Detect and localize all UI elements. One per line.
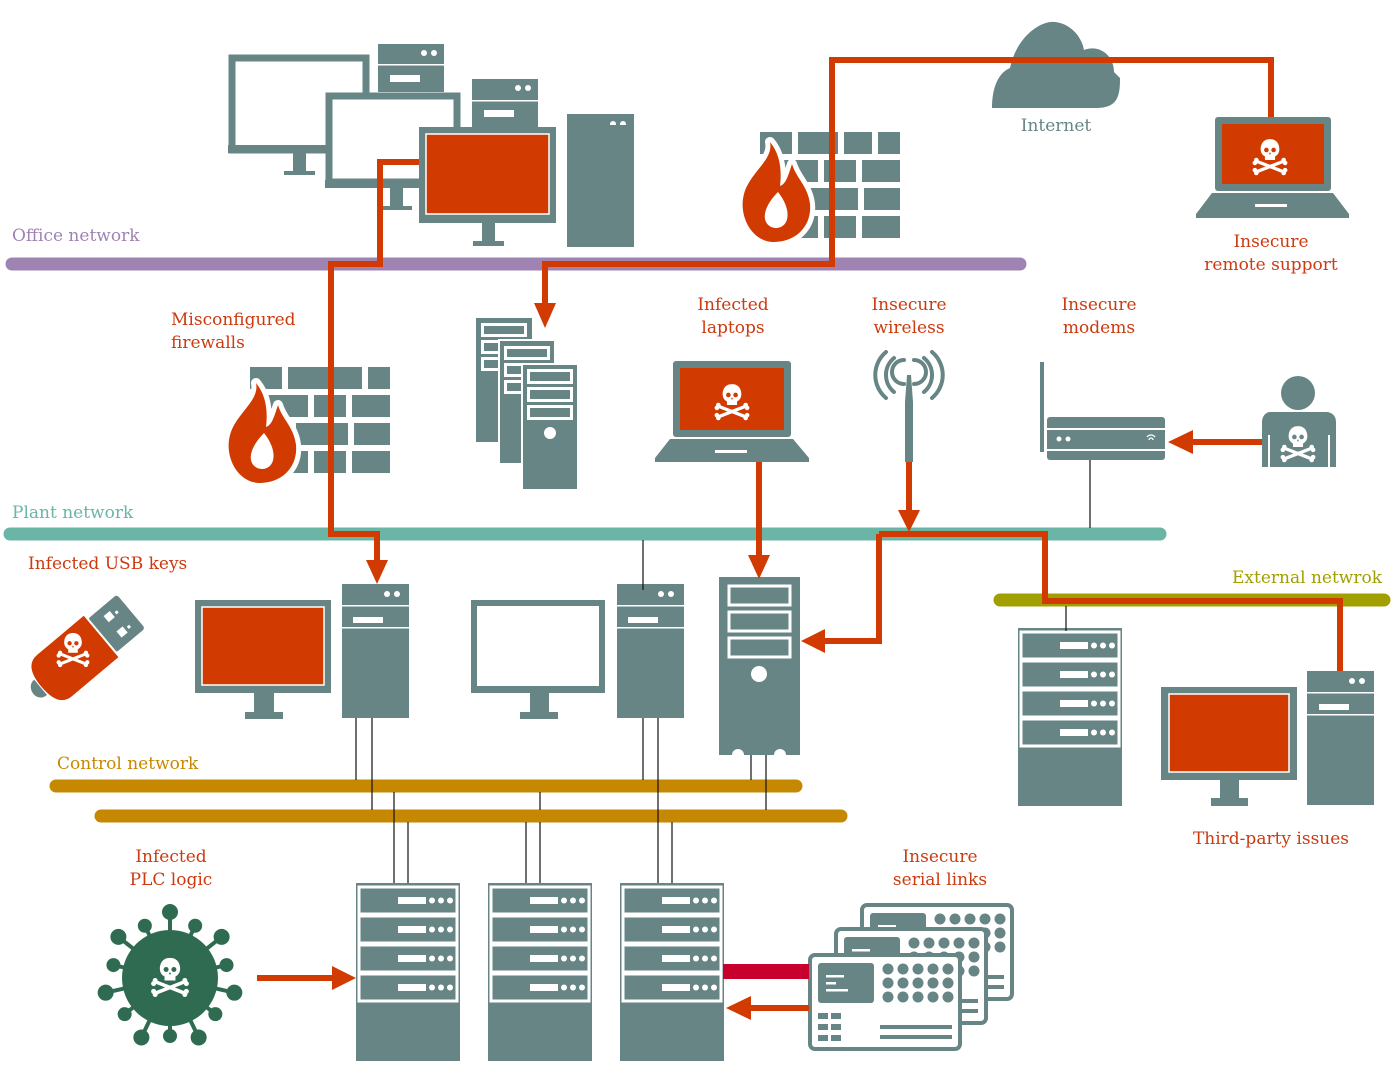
- modem-icon: [1040, 362, 1165, 460]
- arrow-icon: [898, 510, 920, 532]
- control-connectors: [355, 718, 767, 883]
- arrow-icon: [726, 996, 751, 1020]
- virus-spike-tip: [110, 928, 127, 945]
- arrow-heads: [332, 303, 1193, 1020]
- plc-label-1: Infected: [135, 847, 206, 867]
- plant-monitor-infected: [195, 600, 331, 719]
- virus-spike-tip: [213, 928, 230, 945]
- attack-path-remote-support: [542, 57, 1274, 305]
- attack-path-to-external: [879, 531, 1343, 671]
- plant-network-label: Plant network: [12, 503, 134, 523]
- plant-tower-1: [342, 584, 409, 718]
- laptops-label-2: laptops: [701, 318, 764, 338]
- third-party-monitor: [1161, 687, 1297, 806]
- virus-spike-tip: [163, 1029, 177, 1043]
- arrow-icon: [748, 555, 770, 579]
- cloud-icon: [992, 21, 1120, 108]
- remote-support-label-2: remote support: [1204, 255, 1338, 275]
- firewalls-label-1: Misconfigured: [171, 310, 296, 330]
- remote-support-label-1: Insecure: [1233, 232, 1308, 252]
- virus-spike-tip: [133, 1029, 150, 1046]
- arrow-icon: [534, 303, 556, 328]
- plc-label-2: PLC logic: [130, 870, 213, 890]
- office-tower-middle: [472, 79, 538, 127]
- serial-link: [723, 964, 809, 979]
- plant-tower-2: [617, 584, 684, 718]
- plant-server-tower: [719, 577, 800, 761]
- internet-label: Internet: [1021, 116, 1092, 136]
- serial-label-1: Insecure: [902, 847, 977, 867]
- usb-key-icon: [29, 595, 144, 703]
- virus-spike-tip: [226, 984, 243, 1001]
- attack-paths: [257, 57, 1343, 1011]
- virus-spike-tip: [190, 1029, 207, 1046]
- plant-monitor-clean: [471, 600, 605, 719]
- firewall-icon-top: [743, 132, 900, 242]
- hacker-person-icon: [1262, 376, 1336, 467]
- arrow-icon: [1168, 430, 1193, 454]
- plc-rack-1: [354, 881, 462, 1063]
- plc-rack-3: [618, 881, 726, 1063]
- serial-label-2: serial links: [893, 870, 987, 890]
- modems-label-1: Insecure: [1061, 295, 1136, 315]
- plc-panel-icon: [808, 903, 1014, 1051]
- arrow-icon: [332, 966, 356, 990]
- virus-spike-tip: [162, 904, 178, 920]
- office-tower-back: [378, 44, 444, 92]
- firewalls-label-2: firewalls: [171, 333, 245, 353]
- plc-rack-2: [486, 881, 594, 1063]
- laptops-label-1: Infected: [697, 295, 768, 315]
- arrow-icon: [801, 629, 825, 653]
- usb-label: Infected USB keys: [28, 554, 187, 574]
- virus-spike-tip: [188, 918, 203, 933]
- attack-path-office-to-plant: [328, 159, 419, 562]
- plc-panel: [808, 953, 962, 1051]
- virus-spike-tip: [106, 958, 121, 973]
- office-tower-front: [567, 114, 634, 247]
- virus-spike-tip: [208, 1007, 223, 1022]
- third-party-label: Third-party issues: [1193, 829, 1349, 849]
- modems-label-2: modems: [1063, 318, 1135, 338]
- flame-icon-top: [743, 142, 811, 242]
- wireless-antenna-icon: [873, 350, 945, 462]
- wireless-label-2: wireless: [873, 318, 944, 338]
- virus-icon: [97, 904, 243, 1046]
- office-network-label: Office network: [12, 226, 140, 246]
- third-party-tower: [1307, 671, 1374, 805]
- external-rack-server: [1016, 626, 1124, 808]
- firewall-icon-plant: [229, 367, 390, 483]
- virus-spike-tip: [219, 958, 234, 973]
- virus-spike-tip: [97, 984, 114, 1001]
- laptop-icon-remote-support: [1196, 117, 1349, 218]
- control-network-label: Control network: [57, 754, 199, 774]
- virus-spike-tip: [137, 918, 152, 933]
- virus-spike-tip: [117, 1007, 132, 1022]
- laptop-icon-infected: [655, 361, 809, 462]
- attack-path-plant-loop: [822, 534, 882, 644]
- office-monitor-infected: [419, 127, 556, 246]
- wireless-label-1: Insecure: [871, 295, 946, 315]
- external-network-label: External netwrok: [1232, 568, 1383, 588]
- arrow-icon: [366, 560, 388, 584]
- server-tower-stack: [476, 318, 579, 491]
